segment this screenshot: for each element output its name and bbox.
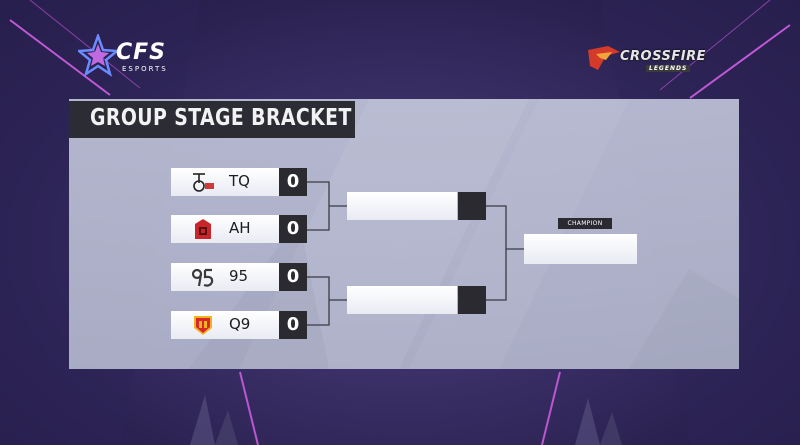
cf-emblem-icon <box>588 46 620 70</box>
crossfire-logo-text: CROSSFIRE <box>620 49 706 64</box>
q9-team-logo <box>194 316 212 335</box>
team-row-tq[interactable]: TQ <box>171 168 279 196</box>
team-row-q9[interactable]: Q9 <box>171 311 279 339</box>
page-title: GROUP STAGE BRACKET <box>90 105 352 131</box>
champion-slot[interactable] <box>524 234 637 264</box>
score-ah: 0 <box>279 215 307 243</box>
semifinal-slot-1[interactable] <box>347 192 457 220</box>
cfs-logo-subtext: ESPORTS <box>122 65 168 73</box>
tq-team-logo <box>193 173 214 192</box>
team-row-ah[interactable]: AH <box>171 215 279 243</box>
95-team-logo <box>191 268 214 287</box>
legends-logo-subtext: LEGENDS <box>646 65 691 72</box>
team-row-95[interactable]: 95 <box>171 263 279 291</box>
cfs-esports-logo: CFS ESPORTS <box>78 34 188 80</box>
team-name-95: 95 <box>229 267 249 285</box>
crossfire-legends-logo: CROSSFIRE LEGENDS <box>586 44 726 78</box>
score-95: 0 <box>279 263 307 291</box>
ah-team-logo <box>195 219 211 239</box>
semifinal-score-1 <box>458 192 486 220</box>
score-q9: 0 <box>279 311 307 339</box>
score-tq: 0 <box>279 168 307 196</box>
team-name-ah: AH <box>229 219 251 237</box>
semifinal-score-2 <box>458 286 486 314</box>
cfs-logo-text: CFS <box>116 40 167 65</box>
team-name-tq: TQ <box>229 172 250 190</box>
champion-label: CHAMPION <box>558 218 612 229</box>
title-banner <box>69 101 355 138</box>
semifinal-slot-2[interactable] <box>347 286 457 314</box>
team-name-q9: Q9 <box>229 315 251 333</box>
star-icon <box>78 34 118 77</box>
